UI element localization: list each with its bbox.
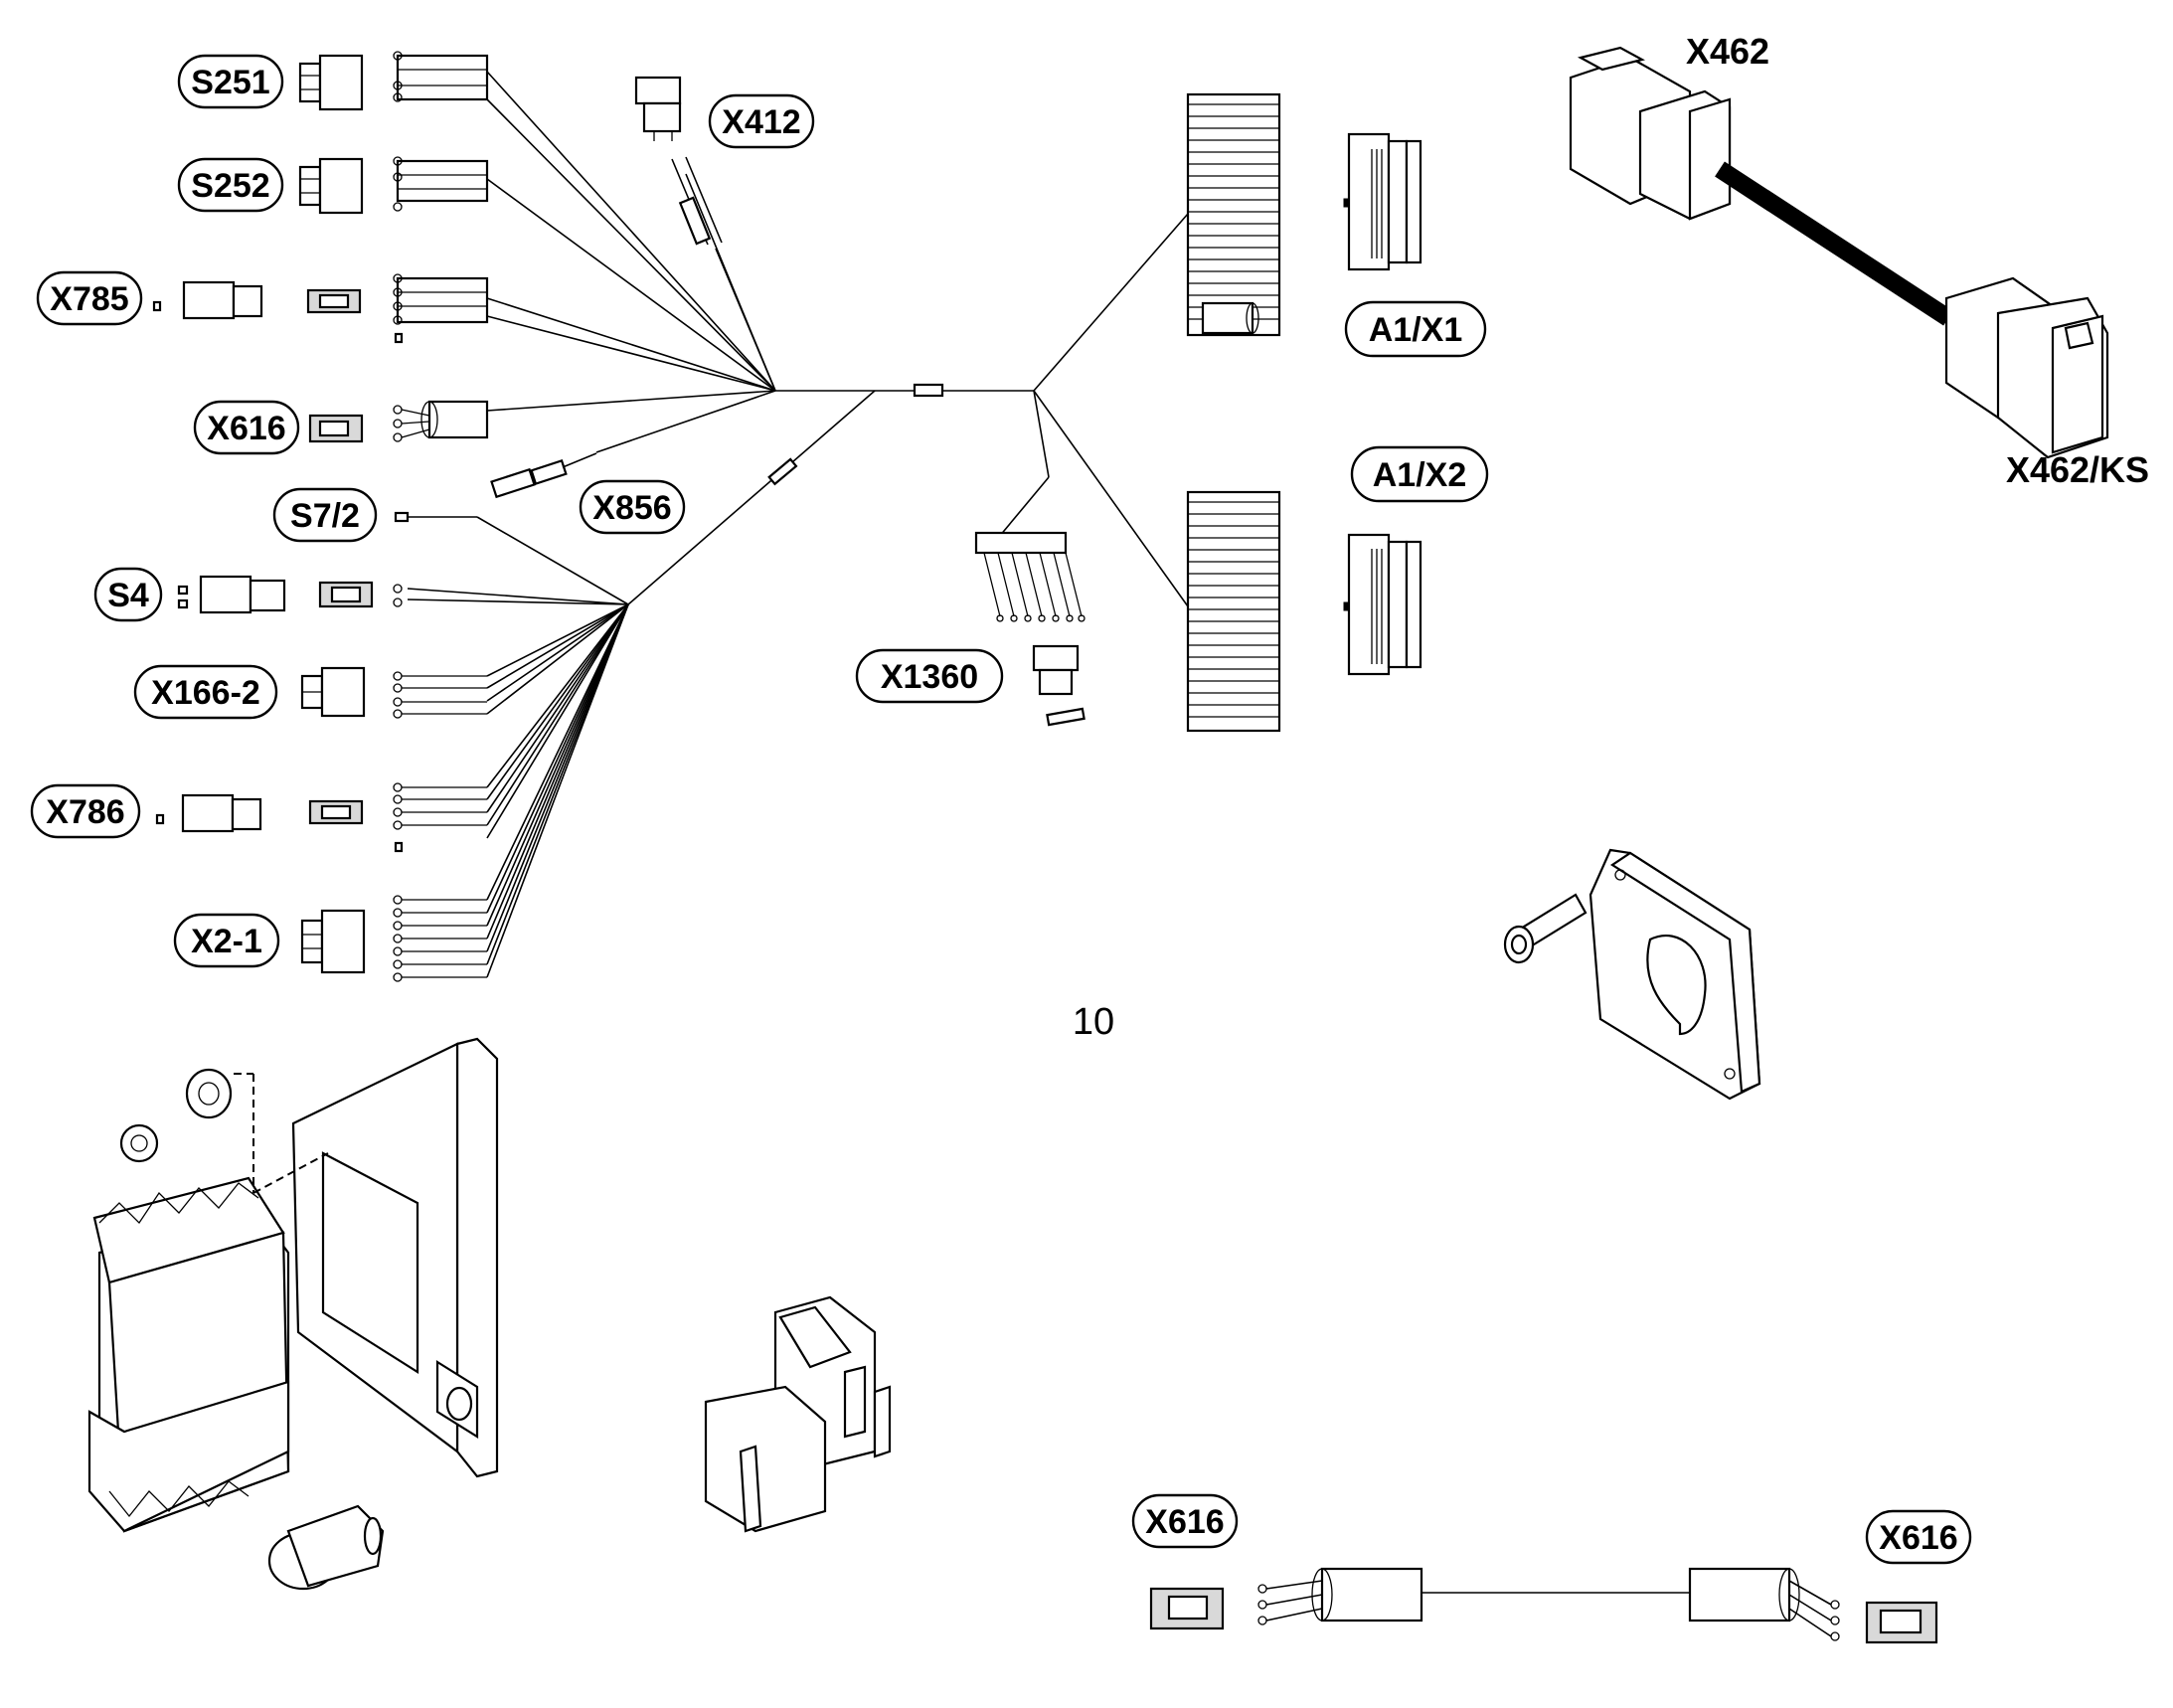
label-a1-x1: A1/X1 bbox=[1369, 311, 1463, 349]
connector-x2-1: X2-1 bbox=[173, 895, 487, 982]
label-x2-1: X2-1 bbox=[191, 923, 262, 960]
label-x462-ks: X462/KS bbox=[2006, 449, 2149, 490]
connector-holder bbox=[704, 1295, 892, 1533]
connector-a1-x2: A1/X2 bbox=[1186, 445, 1489, 733]
label-x785: X785 bbox=[50, 280, 128, 318]
label-x616-bottom-right: X616 bbox=[1879, 1519, 1957, 1557]
label-s4: S4 bbox=[107, 577, 149, 614]
label-x462: X462 bbox=[1686, 31, 1769, 72]
connector-x786: X786 bbox=[30, 782, 487, 853]
label-x166-2: X166-2 bbox=[151, 674, 260, 712]
connector-s251: S251 bbox=[177, 51, 489, 111]
connector-x856: X856 bbox=[490, 452, 686, 535]
connector-x616-left: X616 bbox=[193, 400, 489, 455]
label-s252: S252 bbox=[191, 167, 269, 205]
label-x786: X786 bbox=[46, 793, 124, 831]
connector-x616-cable: X616 X616 bbox=[1131, 1493, 1972, 1644]
connector-x412: X412 bbox=[634, 76, 815, 246]
connector-x785: X785 bbox=[36, 270, 489, 344]
mounting-bracket-slot bbox=[1503, 848, 1761, 1101]
label-x616-left: X616 bbox=[207, 410, 285, 447]
label-x856: X856 bbox=[592, 489, 671, 527]
connector-s4: S4 bbox=[93, 567, 403, 622]
item-number: 10 bbox=[1073, 1001, 1114, 1043]
label-x1360: X1360 bbox=[881, 658, 978, 696]
label-a1-x2: A1/X2 bbox=[1373, 456, 1467, 494]
label-x412: X412 bbox=[722, 103, 800, 141]
connector-s7-2: S7/2 bbox=[272, 487, 410, 543]
connector-x166-2: X166-2 bbox=[133, 664, 487, 720]
label-s251: S251 bbox=[191, 64, 269, 101]
harness-trunk bbox=[407, 71, 1189, 978]
connector-s252: S252 bbox=[177, 156, 489, 215]
control-unit-assembly bbox=[87, 1037, 499, 1591]
label-s7-2: S7/2 bbox=[290, 497, 360, 535]
connector-x462: X462 X462/KS bbox=[1569, 31, 2149, 490]
connector-x1360: X1360 bbox=[855, 531, 1086, 727]
connector-a1-x1: A1/X1 bbox=[1186, 92, 1487, 358]
label-x616-bottom-left: X616 bbox=[1145, 1503, 1224, 1541]
